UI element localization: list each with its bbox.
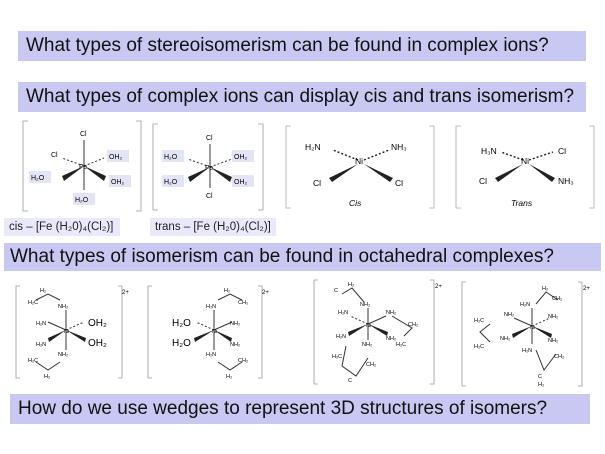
svg-text:Cl: Cl [206, 135, 213, 142]
svg-text:H₂O: H₂O [172, 318, 191, 329]
trans-en-structure: 2+ H₂ CH₂ H₂N NH₂ Ni H₂O H₂O NH₂ H₂N CH₂… [147, 285, 269, 380]
svg-text:H₂N: H₂N [336, 334, 346, 340]
svg-text:Fe: Fe [79, 164, 87, 171]
svg-text:NH₂: NH₂ [548, 314, 558, 320]
svg-text:OH₂: OH₂ [109, 154, 123, 161]
svg-text:OH₂: OH₂ [234, 179, 248, 186]
svg-text:NH₂: NH₂ [58, 352, 68, 358]
svg-text:H₂O: H₂O [164, 179, 178, 186]
svg-text:H₂: H₂ [226, 374, 232, 380]
svg-text:Cl: Cl [479, 176, 487, 186]
svg-text:H₂O: H₂O [31, 175, 45, 182]
cis-en-structure: 2+ H₂ H₂C NH₂ H₂N Ni OH₂ OH₂ H₂N NH₂ H₂C… [15, 285, 129, 380]
svg-text:C: C [348, 378, 352, 384]
svg-text:Trans: Trans [511, 198, 533, 208]
svg-text:H₂N: H₂N [206, 304, 216, 310]
svg-text:NH₂: NH₂ [548, 338, 558, 344]
svg-text:CH₂: CH₂ [552, 296, 562, 302]
svg-text:H₂N: H₂N [36, 321, 46, 327]
svg-text:NH₂: NH₂ [386, 336, 396, 342]
svg-text:Ni: Ni [521, 156, 529, 166]
svg-text:H₂: H₂ [224, 288, 230, 294]
svg-text:H₂N: H₂N [338, 310, 348, 316]
svg-text:CH₂: CH₂ [238, 300, 248, 306]
svg-text:Cis: Cis [349, 198, 362, 208]
svg-text:Cl: Cl [206, 193, 213, 200]
svg-text:H₂N: H₂N [520, 302, 530, 308]
svg-text:NH₂: NH₂ [362, 342, 372, 348]
svg-text:Fe: Fe [205, 165, 213, 172]
svg-text:CH₂: CH₂ [554, 354, 564, 360]
svg-text:2+: 2+ [122, 290, 129, 296]
trans-fe-structure: Cl Fe Cl H₂O OH₂ H₂O OH₂ [152, 123, 264, 211]
caption-cis-fe: cis – [Fe (H₂0)₄(Cl₂)] [4, 218, 120, 236]
svg-text:OH₂: OH₂ [111, 179, 125, 186]
svg-text:H₂O: H₂O [75, 197, 89, 204]
svg-text:Ni: Ni [355, 156, 363, 166]
caption-trans-fe: trans – [Fe (H₂0)₄(Cl₂)] [150, 218, 276, 236]
svg-text:NH₂: NH₂ [360, 302, 370, 308]
svg-text:H₂: H₂ [44, 374, 50, 380]
svg-text:H₂N: H₂N [305, 142, 321, 152]
cis-fe-structure: Cl Cl Fe OH₂ H₂O OH₂ H₂O [22, 120, 142, 212]
tris-en-structure-right: 2+ H₂ CH₂ H₂N NH₂ NH₂ Ni H₂C H₂C NH₂ NH₂… [461, 281, 590, 388]
svg-text:NH₃: NH₃ [558, 176, 574, 186]
trans-ni-structure: H₃N Cl Ni Cl NH₃ Trans [455, 125, 595, 209]
svg-text:Ni: Ni [366, 323, 371, 329]
svg-text:NH₂: NH₂ [230, 321, 240, 327]
svg-text:H₂N: H₂N [206, 352, 216, 358]
svg-text:H₂O: H₂O [164, 154, 178, 161]
svg-text:2+: 2+ [583, 286, 590, 292]
svg-text:Cl: Cl [395, 178, 403, 188]
tris-en-structure-left: 2+ H₂ C NH₂ H₂N NH₂ Ni CH₂ H₂N NH₂ NH₂ H… [313, 279, 442, 385]
svg-text:NH₂: NH₂ [386, 310, 396, 316]
svg-text:H₂C: H₂C [474, 318, 484, 324]
svg-text:Cl: Cl [51, 152, 58, 159]
svg-text:NH₂: NH₂ [500, 336, 510, 342]
cis-ni-structure: H₂N NH₃ Ni Cl Cl Cis [285, 125, 435, 209]
svg-text:NH₃: NH₃ [391, 142, 407, 152]
svg-text:NH₂: NH₂ [230, 342, 240, 348]
svg-text:OH₂: OH₂ [88, 318, 107, 329]
svg-text:Ni: Ni [64, 329, 69, 335]
svg-text:C: C [334, 288, 338, 294]
svg-text:Ni: Ni [212, 329, 217, 335]
svg-text:H₂C: H₂C [474, 344, 484, 350]
svg-text:H₂C: H₂C [28, 358, 38, 364]
svg-text:CH₂: CH₂ [408, 322, 418, 328]
svg-text:H₂C: H₂C [396, 342, 406, 348]
question-octahedral: What types of isomerism can be found in … [4, 243, 601, 271]
svg-text:H₂N: H₂N [36, 342, 46, 348]
svg-text:2+: 2+ [435, 284, 442, 290]
question-stereoisomerism: What types of stereoisomerism can be fou… [18, 31, 586, 61]
svg-text:OH₂: OH₂ [234, 154, 248, 161]
question-wedges: How do we use wedges to represent 3D str… [10, 394, 590, 424]
svg-text:Ni: Ni [530, 325, 535, 331]
svg-text:CH₂: CH₂ [366, 362, 376, 368]
svg-text:Cl: Cl [558, 146, 566, 156]
svg-text:H₂O: H₂O [172, 338, 191, 349]
svg-text:OH₂: OH₂ [88, 338, 107, 349]
svg-text:2+: 2+ [262, 290, 269, 296]
svg-text:Cl: Cl [80, 131, 87, 138]
svg-text:H₂N: H₂N [522, 348, 532, 354]
svg-text:H₂: H₂ [40, 288, 46, 294]
svg-text:H₂C: H₂C [28, 300, 38, 306]
question-cis-trans: What types of complex ions can display c… [18, 82, 586, 112]
svg-text:H₂: H₂ [542, 286, 548, 292]
svg-text:NH₂: NH₂ [58, 304, 68, 310]
svg-text:H₂C: H₂C [332, 354, 342, 360]
svg-text:H₂: H₂ [538, 382, 544, 388]
svg-text:NH₂: NH₂ [504, 312, 514, 318]
svg-text:H₂: H₂ [348, 282, 354, 288]
svg-text:CH₂: CH₂ [238, 358, 248, 364]
svg-text:H₃N: H₃N [481, 146, 497, 156]
svg-text:C: C [538, 374, 542, 380]
svg-text:Cl: Cl [313, 178, 321, 188]
